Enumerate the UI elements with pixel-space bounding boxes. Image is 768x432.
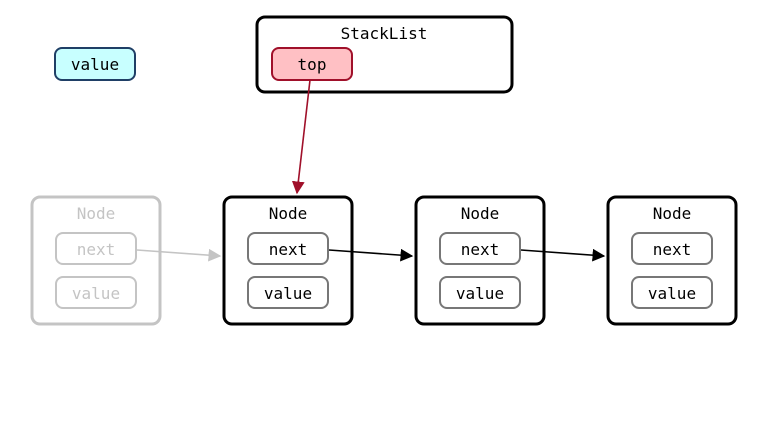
stacklist-title: StackList — [341, 24, 428, 43]
node-title: Node — [77, 204, 116, 223]
value-field-label: value — [264, 284, 312, 303]
node-title: Node — [653, 204, 692, 223]
next-field-label: next — [461, 240, 500, 259]
value-field — [55, 276, 137, 309]
value-field — [631, 276, 713, 309]
node-faded: Node next value — [30, 195, 162, 326]
next-arrow-1-to-2 — [328, 248, 414, 262]
next-field — [55, 232, 137, 265]
top-field-label: top — [298, 55, 327, 74]
value-field-label: value — [72, 284, 120, 303]
top-pointer-arrow — [291, 79, 311, 195]
value-field — [439, 276, 521, 309]
node-3: Node next value — [606, 195, 738, 326]
legend-value: value — [54, 47, 136, 81]
node-1: Node next value — [222, 195, 354, 326]
next-field — [631, 232, 713, 265]
top-field — [271, 47, 353, 81]
value-field — [247, 276, 329, 309]
node-2: Node next value — [414, 195, 546, 326]
next-field — [247, 232, 329, 265]
next-field-label: next — [653, 240, 692, 259]
next-field-label: next — [269, 240, 308, 259]
node-title: Node — [269, 204, 308, 223]
next-field — [439, 232, 521, 265]
legend-value-label: value — [71, 55, 119, 74]
next-field-label: next — [77, 240, 116, 259]
node-title: Node — [461, 204, 500, 223]
value-field-label: value — [648, 284, 696, 303]
faded-next-arrow — [136, 248, 222, 262]
next-arrow-2-to-3 — [520, 248, 606, 262]
value-field-label: value — [456, 284, 504, 303]
stacklist: StackList top — [255, 15, 514, 94]
legend-value-box — [54, 47, 136, 81]
